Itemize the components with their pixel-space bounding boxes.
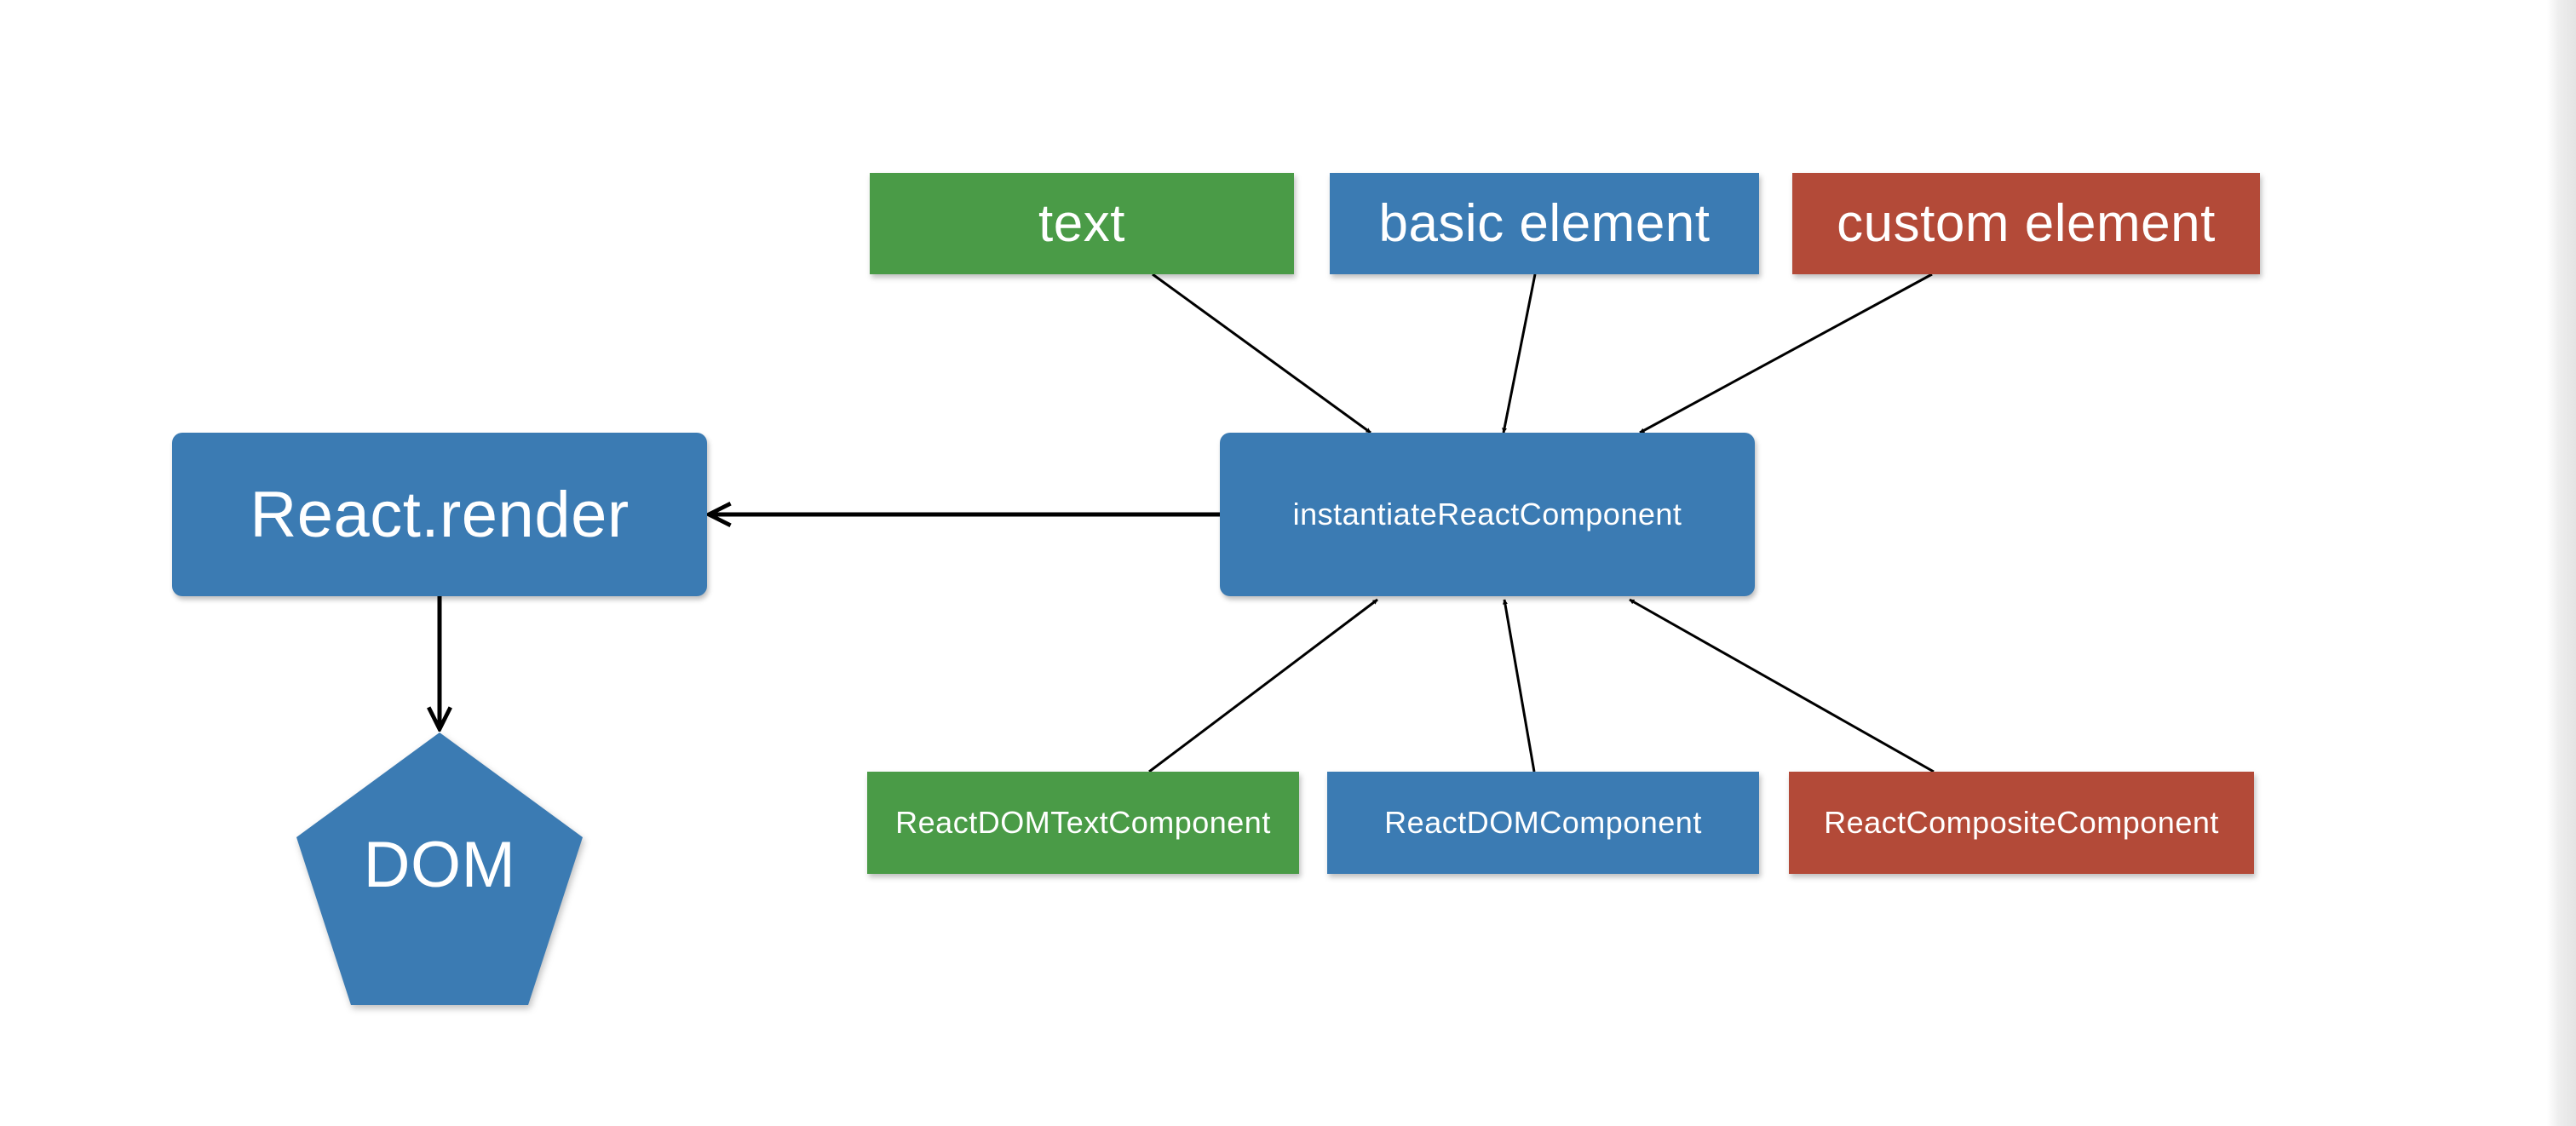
react-dom-text-component-node-label: ReactDOMTextComponent [895,805,1271,840]
custom-element-node: custom element [1792,173,2260,274]
arrow-domtext-to-instantiate [1148,598,1378,773]
react-dom-component-node: ReactDOMComponent [1327,772,1759,874]
react-composite-component-node: ReactCompositeComponent [1789,772,2254,874]
arrow-composite-to-instantiate [1629,598,1935,773]
instantiate-react-component-node-label: instantiateReactComponent [1292,497,1682,531]
text-node: text [870,173,1294,274]
react-render-node-label: React.render [250,478,630,551]
basic-element-node: basic element [1330,173,1759,274]
dom-node-label: DOM [363,828,516,901]
arrow-basic-to-instantiate [1502,273,1537,434]
react-composite-component-node-label: ReactCompositeComponent [1824,805,2219,840]
instantiate-react-component-node: instantiateReactComponent [1220,433,1755,596]
text-node-label: text [1038,194,1125,253]
page-edge-shadow [2547,0,2576,1126]
custom-element-node-label: custom element [1837,194,2216,253]
basic-element-node-label: basic element [1378,194,1711,253]
arrow-domcomp-to-instantiate [1502,599,1536,773]
react-dom-component-node-label: ReactDOMComponent [1384,805,1702,840]
arrow-custom-to-instantiate [1639,273,1933,434]
arrow-text-to-instantiate [1152,273,1371,434]
react-render-node: React.render [172,433,707,596]
react-dom-text-component-node: ReactDOMTextComponent [867,772,1299,874]
